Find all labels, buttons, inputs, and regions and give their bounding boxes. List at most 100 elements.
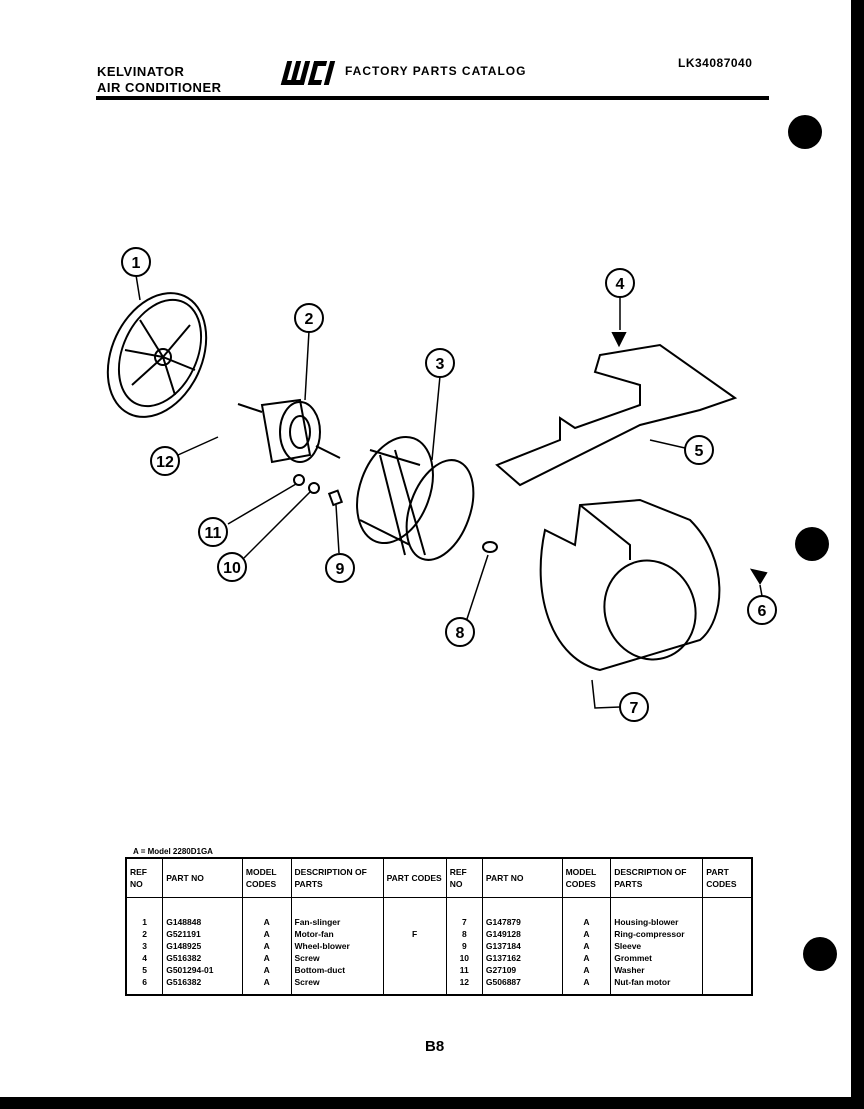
table-cell-desc2: Nut-fan motor xyxy=(610,976,703,995)
table-cell-part2: G27109 xyxy=(481,964,563,976)
callout-12: 12 xyxy=(150,446,180,476)
table-cell-part: G516382 xyxy=(162,952,243,964)
table-cell-ref2: 9 xyxy=(445,940,483,952)
washer-part xyxy=(293,474,305,486)
model-key: A = Model 2280D1GA xyxy=(133,847,213,856)
callout-2: 2 xyxy=(294,303,324,333)
callout-6: 6 xyxy=(747,595,777,625)
table-cell-code2 xyxy=(702,897,752,928)
table-cell-desc: Screw xyxy=(290,976,384,995)
table-cell-desc2: Ring-compressor xyxy=(610,928,703,940)
binder-hole xyxy=(803,937,837,971)
callout-markers: 1 2 3 4 5 6 7 8 9 10 11 12 xyxy=(121,247,777,722)
table-cell-ref2: 8 xyxy=(445,928,483,940)
table-cell-model2: A xyxy=(561,940,611,952)
table-cell-code2 xyxy=(702,976,752,995)
callout-1: 1 xyxy=(121,247,151,277)
table-cell-code: F xyxy=(382,928,447,940)
table-cell-code xyxy=(382,940,447,952)
callout-label: 1 xyxy=(132,255,141,272)
column-header: MODEL CODES xyxy=(241,858,292,898)
table-cell-desc: Bottom-duct xyxy=(290,964,384,976)
table-cell-part: G521191 xyxy=(162,928,243,940)
table-cell-part: G501294-01 xyxy=(162,964,243,976)
table-cell-desc2: Washer xyxy=(610,964,703,976)
sleeve-part xyxy=(327,489,344,507)
callout-5: 5 xyxy=(684,435,714,465)
column-header: PART CODES xyxy=(702,858,752,898)
callout-9: 9 xyxy=(325,553,355,583)
callout-label: 10 xyxy=(223,560,241,577)
table-cell-desc2: Grommet xyxy=(610,952,703,964)
callout-label: 5 xyxy=(695,443,704,460)
table-cell-part2: G137184 xyxy=(481,940,563,952)
callout-3: 3 xyxy=(425,348,455,378)
column-header: REF NO xyxy=(445,858,483,898)
table-cell-ref2: 12 xyxy=(445,976,483,995)
table-cell-desc: Motor-fan xyxy=(290,928,384,940)
brand-name: KELVINATOR xyxy=(97,64,185,79)
column-header: PART NO xyxy=(481,858,563,898)
table-cell-part: G516382 xyxy=(162,976,243,995)
compressor-ring-part xyxy=(482,541,498,553)
table-cell-model2: A xyxy=(561,928,611,940)
model-number: LK34087040 xyxy=(678,56,753,70)
table-cell-code2 xyxy=(702,928,752,940)
table-cell-code xyxy=(382,952,447,964)
catalog-title: FACTORY PARTS CATALOG xyxy=(345,64,527,78)
table-cell-model2: A xyxy=(561,952,611,964)
column-header: MODEL CODES xyxy=(561,858,611,898)
table-cell-code xyxy=(382,897,447,928)
callout-label: 8 xyxy=(456,625,465,642)
table-cell-desc: Screw xyxy=(290,952,384,964)
table-cell-model: A xyxy=(241,964,292,976)
table-cell-ref: 6 xyxy=(125,976,163,995)
exploded-parts-diagram: 1 2 3 4 5 6 7 8 9 10 11 12 xyxy=(106,247,777,722)
table-cell-model: A xyxy=(241,940,292,952)
wci-logo xyxy=(280,61,336,85)
table-cell-code2 xyxy=(702,964,752,976)
grommet-part xyxy=(308,482,320,494)
page-number: B8 xyxy=(425,1038,445,1055)
column-header: DESCRIPTION OF PARTS xyxy=(290,858,384,898)
table-cell-part: G148925 xyxy=(162,940,243,952)
binder-hole xyxy=(788,115,822,149)
table-cell-part: G148848 xyxy=(162,897,243,928)
callout-label: 4 xyxy=(616,276,625,293)
table-cell-ref: 2 xyxy=(125,928,163,940)
table-cell-ref: 4 xyxy=(125,952,163,964)
table-cell-ref: 5 xyxy=(125,964,163,976)
table-cell-model2: A xyxy=(561,976,611,995)
callout-label: 7 xyxy=(630,700,639,717)
callout-11: 11 xyxy=(198,517,228,547)
table-cell-ref2: 7 xyxy=(445,897,483,928)
column-header: PART CODES xyxy=(382,858,447,898)
callout-10: 10 xyxy=(217,552,247,582)
table-cell-desc2: Sleeve xyxy=(610,940,703,952)
column-header: DESCRIPTION OF PARTS xyxy=(610,858,703,898)
table-cell-ref: 3 xyxy=(125,940,163,952)
callout-label: 9 xyxy=(336,561,345,578)
blower-housing-part xyxy=(539,498,721,672)
table-cell-model2: A xyxy=(561,964,611,976)
table-cell-ref: 1 xyxy=(125,897,163,928)
blower-wheel-part xyxy=(356,435,475,561)
bottom-duct-part xyxy=(495,343,738,487)
header-rule xyxy=(96,96,769,100)
fan-slinger-part xyxy=(106,292,208,418)
callout-label: 11 xyxy=(205,525,222,542)
table-cell-ref2: 10 xyxy=(445,952,483,964)
table-cell-model: A xyxy=(241,976,292,995)
leader-lines xyxy=(135,274,763,709)
callout-4: 4 xyxy=(605,268,635,298)
table-cell-code xyxy=(382,964,447,976)
table-cell-part2: G506887 xyxy=(481,976,563,995)
column-header: PART NO xyxy=(162,858,243,898)
screw-part xyxy=(611,332,627,348)
